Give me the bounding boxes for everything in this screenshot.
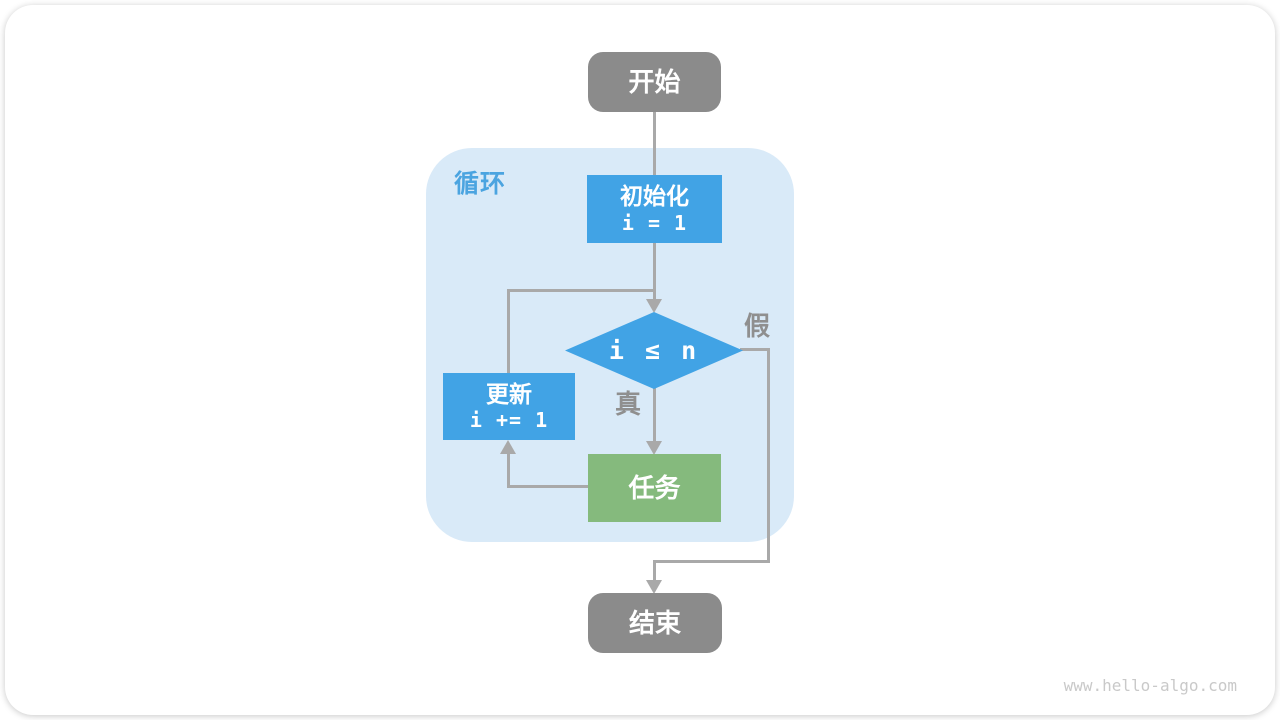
edge-task-to-update-vertical <box>507 452 510 488</box>
edge-false-vertical-into-end <box>653 560 656 582</box>
edge-label-false: 假 <box>744 311 771 341</box>
edge-update-loopback-horizontal <box>507 289 656 292</box>
node-task: 任务 <box>588 454 721 522</box>
node-update: 更新 i += 1 <box>443 373 575 440</box>
node-init-code: i = 1 <box>621 210 688 235</box>
edge-false-horizontal-top <box>740 348 770 351</box>
node-end-label: 结束 <box>628 607 681 638</box>
arrowhead-into-condition <box>646 299 662 313</box>
watermark-text: www.hello-algo.com <box>1063 676 1237 695</box>
arrowhead-into-update <box>500 440 516 454</box>
edge-false-horizontal-bottom <box>653 560 770 563</box>
edge-false-vertical-right <box>767 348 770 563</box>
edge-update-loopback-vertical <box>507 289 510 373</box>
node-init: 初始化 i = 1 <box>587 175 722 243</box>
node-start-label: 开始 <box>628 66 681 97</box>
loop-region-label: 循环 <box>454 170 507 198</box>
arrowhead-into-end <box>646 580 662 594</box>
edge-condition-to-task <box>653 385 656 443</box>
node-update-code: i += 1 <box>469 408 549 433</box>
edge-task-to-update-horizontal <box>507 485 588 488</box>
arrowhead-into-task <box>646 441 662 455</box>
page-card: 循环 开始 初始化 i = 1 i ≤ n <box>5 5 1275 715</box>
node-condition-code: i ≤ n <box>608 336 700 365</box>
node-update-title: 更新 <box>486 380 532 407</box>
edge-label-true: 真 <box>615 389 642 419</box>
node-end: 结束 <box>588 593 722 653</box>
node-task-label: 任务 <box>628 472 681 503</box>
node-init-title: 初始化 <box>620 183 689 210</box>
node-start: 开始 <box>588 52 721 112</box>
